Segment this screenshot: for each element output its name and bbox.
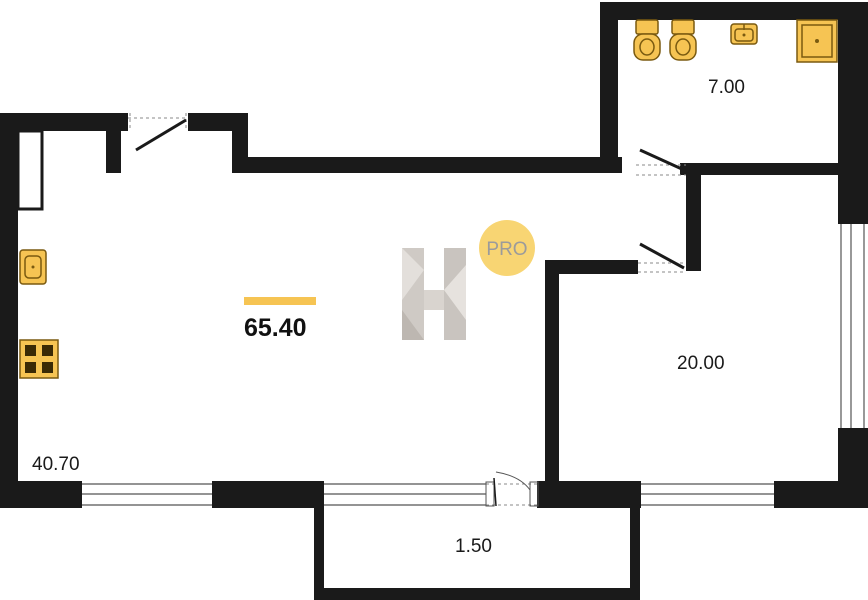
wall-segment — [0, 481, 82, 508]
wall-segment — [545, 260, 638, 274]
door-swing-icon — [128, 113, 188, 152]
wall-segment — [0, 113, 18, 508]
window-icon — [82, 483, 212, 506]
bathroom-area-label: 7.00 — [708, 77, 745, 98]
wall-segment — [545, 260, 559, 482]
sink-icon — [19, 249, 47, 285]
wall-segment — [686, 163, 701, 271]
wall-segment — [774, 481, 868, 508]
wall-segment — [680, 163, 838, 175]
wall-segment — [630, 508, 640, 600]
wall-segment — [16, 129, 44, 211]
toilet-icon — [669, 19, 697, 61]
wall-segment — [600, 2, 618, 173]
window-icon — [641, 483, 774, 506]
balcony-area-label: 1.50 — [455, 536, 492, 557]
wall-segment — [0, 113, 128, 131]
door-swing-icon — [485, 471, 539, 507]
window-icon — [840, 224, 865, 428]
main-room-area-label: 40.70 — [32, 454, 80, 475]
door-swing-icon — [638, 242, 686, 273]
pro-badge-text: PRO — [486, 239, 527, 260]
pro-badge: PRO — [479, 220, 535, 276]
wall-segment — [106, 131, 121, 173]
stove-icon — [19, 339, 59, 379]
bedroom-area-label: 20.00 — [677, 353, 725, 374]
wall-segment — [537, 481, 641, 508]
wall-segment — [838, 2, 868, 224]
door-swing-icon — [636, 148, 686, 176]
total-area-accent-bar — [244, 297, 316, 305]
wall-segment — [212, 481, 324, 508]
shower-tray-icon — [796, 19, 838, 63]
wall-segment — [314, 588, 640, 600]
wall-segment — [232, 157, 622, 173]
sink-icon — [730, 23, 758, 45]
toilet-icon — [633, 19, 661, 61]
brand-logo-icon — [402, 248, 466, 340]
wall-segment — [600, 2, 868, 20]
fixtures — [19, 19, 838, 379]
doors — [128, 113, 686, 507]
total-area-label: 65.40 — [244, 314, 307, 342]
window-icon — [324, 483, 486, 506]
wall-segment — [314, 508, 324, 600]
windows — [82, 224, 865, 506]
